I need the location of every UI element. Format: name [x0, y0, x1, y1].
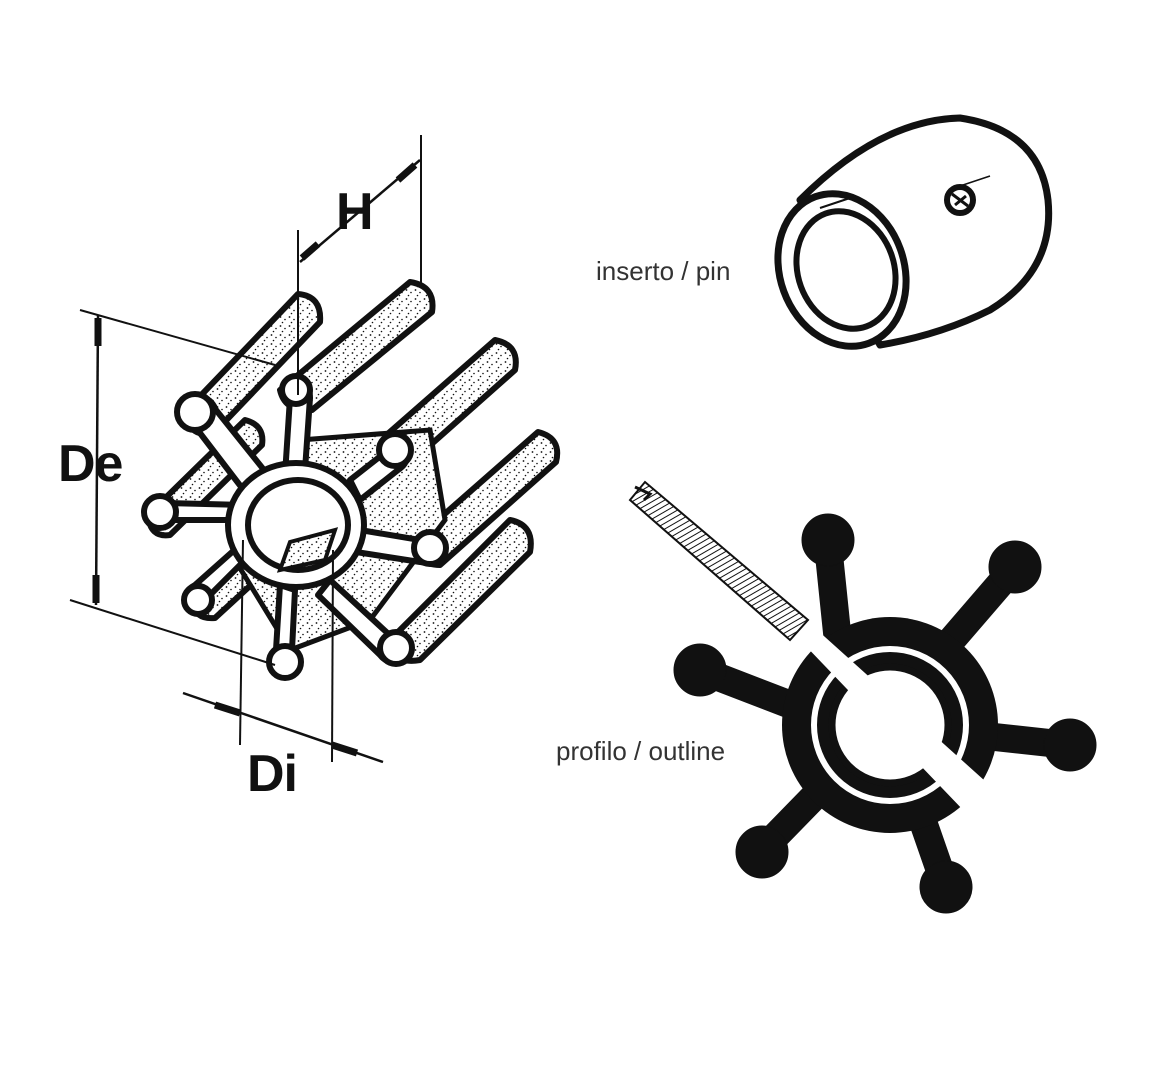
- inner-diameter-label: Di: [247, 745, 298, 803]
- pin-bore: [793, 208, 899, 332]
- impeller-keyway: [276, 527, 339, 573]
- outline-section-hatch: [628, 480, 810, 642]
- pin-caption: inserto / pin: [596, 256, 731, 286]
- insert-pin: [774, 114, 1053, 350]
- height-label: H: [336, 183, 374, 241]
- outer-diameter-label: De: [58, 435, 123, 493]
- dimension-lines: [69, 135, 422, 764]
- outline-caption: profilo / outline: [556, 736, 726, 766]
- isometric-impeller: [141, 279, 561, 681]
- impeller-outline-profile: [628, 480, 1097, 914]
- impeller-spoke-tips: [141, 373, 449, 681]
